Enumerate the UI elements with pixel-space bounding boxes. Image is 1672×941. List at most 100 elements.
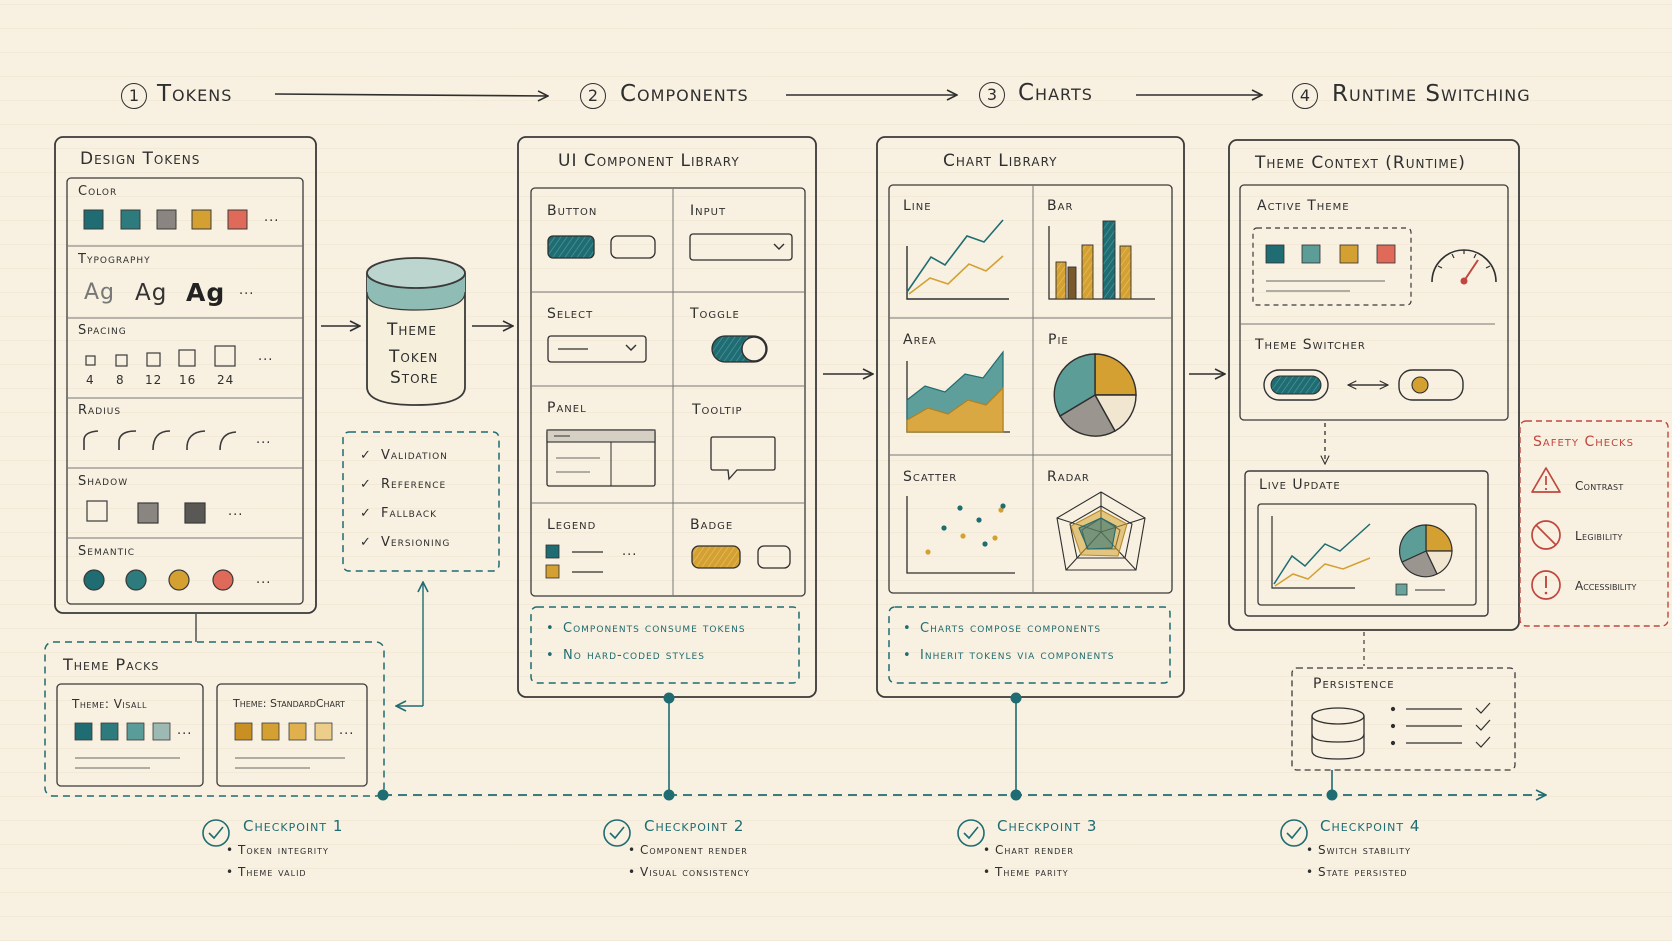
stage-2-title: Components <box>620 81 749 107</box>
checkpoint-3-title: Checkpoint 3 <box>997 817 1098 835</box>
theme-context-title: Theme Context (Runtime) <box>1255 153 1466 173</box>
store-label-line-2: Token <box>389 347 439 367</box>
stage-4-title: Runtime Switching <box>1332 81 1531 107</box>
radius-ellipsis: ... <box>256 432 272 447</box>
component-toggle-label: Toggle <box>690 306 740 322</box>
checkpoint-2-bullet-1: • <box>628 843 637 857</box>
stage-3-number: 3 <box>979 82 1005 108</box>
store-label-line-3: Store <box>390 368 439 388</box>
checkpoint-icons <box>202 819 1308 847</box>
color-swatches <box>83 209 248 230</box>
shadow-ellipsis: ... <box>228 504 244 519</box>
component-note-2: No hard-coded styles <box>563 648 705 663</box>
typography-sample-light: Ag <box>84 280 116 305</box>
shadow-squares <box>86 500 206 524</box>
checkpoint-1-item-1: Token integrity <box>238 843 329 857</box>
component-tooltip-label: Tooltip <box>692 402 743 418</box>
component-note-bullet-2: • <box>546 648 555 663</box>
chart-library-title: Chart Library <box>943 151 1058 171</box>
token-section-shadow: Shadow <box>78 474 129 489</box>
theme-packs-panel <box>44 614 385 797</box>
component-badge-label: Badge <box>690 517 734 533</box>
semantic-circles <box>83 569 234 591</box>
checkpoint-2-title: Checkpoint 2 <box>644 817 745 835</box>
theme-pack-standardchart: Theme: StandardChart <box>233 697 345 710</box>
component-library-panel <box>517 136 817 698</box>
radius-arcs <box>83 430 237 451</box>
checkpoint-4-title: Checkpoint 4 <box>1320 817 1421 835</box>
checkpoint-timeline <box>377 692 1547 801</box>
design-tokens-panel <box>54 136 317 614</box>
theme-pack-visall: Theme: Visall <box>72 697 147 711</box>
stage-2-number: 2 <box>580 83 606 109</box>
token-section-typography: Typography <box>78 252 151 267</box>
checkpoint-2-item-1: Component render <box>640 843 748 857</box>
token-section-semantic: Semantic <box>78 544 136 559</box>
store-check-versioning: Versioning <box>381 535 451 550</box>
store-check-reference: Reference <box>381 477 447 492</box>
component-note-1: Components consume tokens <box>563 621 746 636</box>
checkpoint-1-bullet-2: • <box>226 865 235 879</box>
checkpoint-1-bullet-1: • <box>226 843 235 857</box>
color-ellipsis: ... <box>264 210 280 225</box>
stage-3-title: Charts <box>1018 80 1093 106</box>
legend-ellipsis: ... <box>622 544 638 559</box>
check-mark-fallback: ✓ <box>360 506 372 521</box>
chart-note-bullet-2: • <box>903 648 912 663</box>
store-label-line-1: Theme <box>387 320 437 340</box>
checkpoint-2-item-2: Visual consistency <box>640 865 750 879</box>
token-section-radius: Radius <box>78 403 122 418</box>
store-check-fallback: Fallback <box>381 506 438 521</box>
checkpoint-3-item-2: Theme parity <box>995 865 1069 879</box>
checkpoint-4-item-2: State persisted <box>1318 865 1408 879</box>
checkpoint-1-item-2: Theme valid <box>238 865 307 879</box>
spacing-ellipsis: ... <box>258 349 274 364</box>
check-mark-validation: ✓ <box>360 448 372 463</box>
spacing-value-24: 24 <box>217 373 235 387</box>
checkpoint-1-title: Checkpoint 1 <box>243 817 344 835</box>
chart-note-1: Charts compose components <box>920 621 1102 636</box>
store-checks-box <box>342 431 500 706</box>
typography-ellipsis: ... <box>239 283 255 298</box>
safety-checks-title: Safety Checks <box>1533 434 1634 450</box>
check-mark-versioning: ✓ <box>360 535 372 550</box>
stage-4-number: 4 <box>1292 83 1318 109</box>
persistence-panel <box>1291 632 1516 771</box>
safety-contrast: Contrast <box>1575 479 1624 493</box>
pack-standardchart-ellipsis: ... <box>339 723 355 738</box>
chart-line-label: Line <box>903 198 932 214</box>
typography-sample-regular: Ag <box>135 280 168 306</box>
component-library-title: UI Component Library <box>558 151 740 171</box>
component-select-label: Select <box>547 306 594 322</box>
chart-area-label: Area <box>903 332 937 348</box>
token-section-color: Color <box>78 184 118 199</box>
chart-scatter-label: Scatter <box>903 469 958 485</box>
stage-flow-arrows <box>274 94 1262 96</box>
theme-context-panel <box>1228 139 1520 631</box>
spacing-value-4: 4 <box>86 373 95 387</box>
spacing-value-16: 16 <box>179 373 197 387</box>
theme-packs-title: Theme Packs <box>63 655 160 674</box>
checkpoint-3-bullet-2: • <box>983 865 992 879</box>
checkpoint-2-bullet-2: • <box>628 865 637 879</box>
component-panel-label: Panel <box>547 400 587 416</box>
semantic-ellipsis: ... <box>256 572 272 587</box>
stage-1-title: Tokens <box>157 81 233 107</box>
safety-checks-panel <box>1519 420 1669 627</box>
component-legend-label: Legend <box>547 517 597 533</box>
live-update-label: Live Update <box>1259 477 1341 493</box>
check-mark-reference: ✓ <box>360 477 372 492</box>
component-input-label: Input <box>690 203 727 219</box>
chart-note-bullet-1: • <box>903 621 912 636</box>
checkpoint-4-bullet-1: • <box>1306 843 1315 857</box>
theme-token-store <box>366 257 466 406</box>
stage-1-number: 1 <box>121 83 147 109</box>
safety-legibility: Legibility <box>1575 529 1623 543</box>
active-theme-label: Active Theme <box>1257 198 1350 214</box>
chart-radar-label: Radar <box>1047 469 1090 485</box>
token-section-spacing: Spacing <box>78 323 127 338</box>
pack-visall-ellipsis: ... <box>177 723 193 738</box>
chart-note-2: Inherit tokens via components <box>920 648 1115 663</box>
safety-accessibility: Accessibility <box>1575 579 1637 593</box>
spacing-value-12: 12 <box>145 373 163 387</box>
